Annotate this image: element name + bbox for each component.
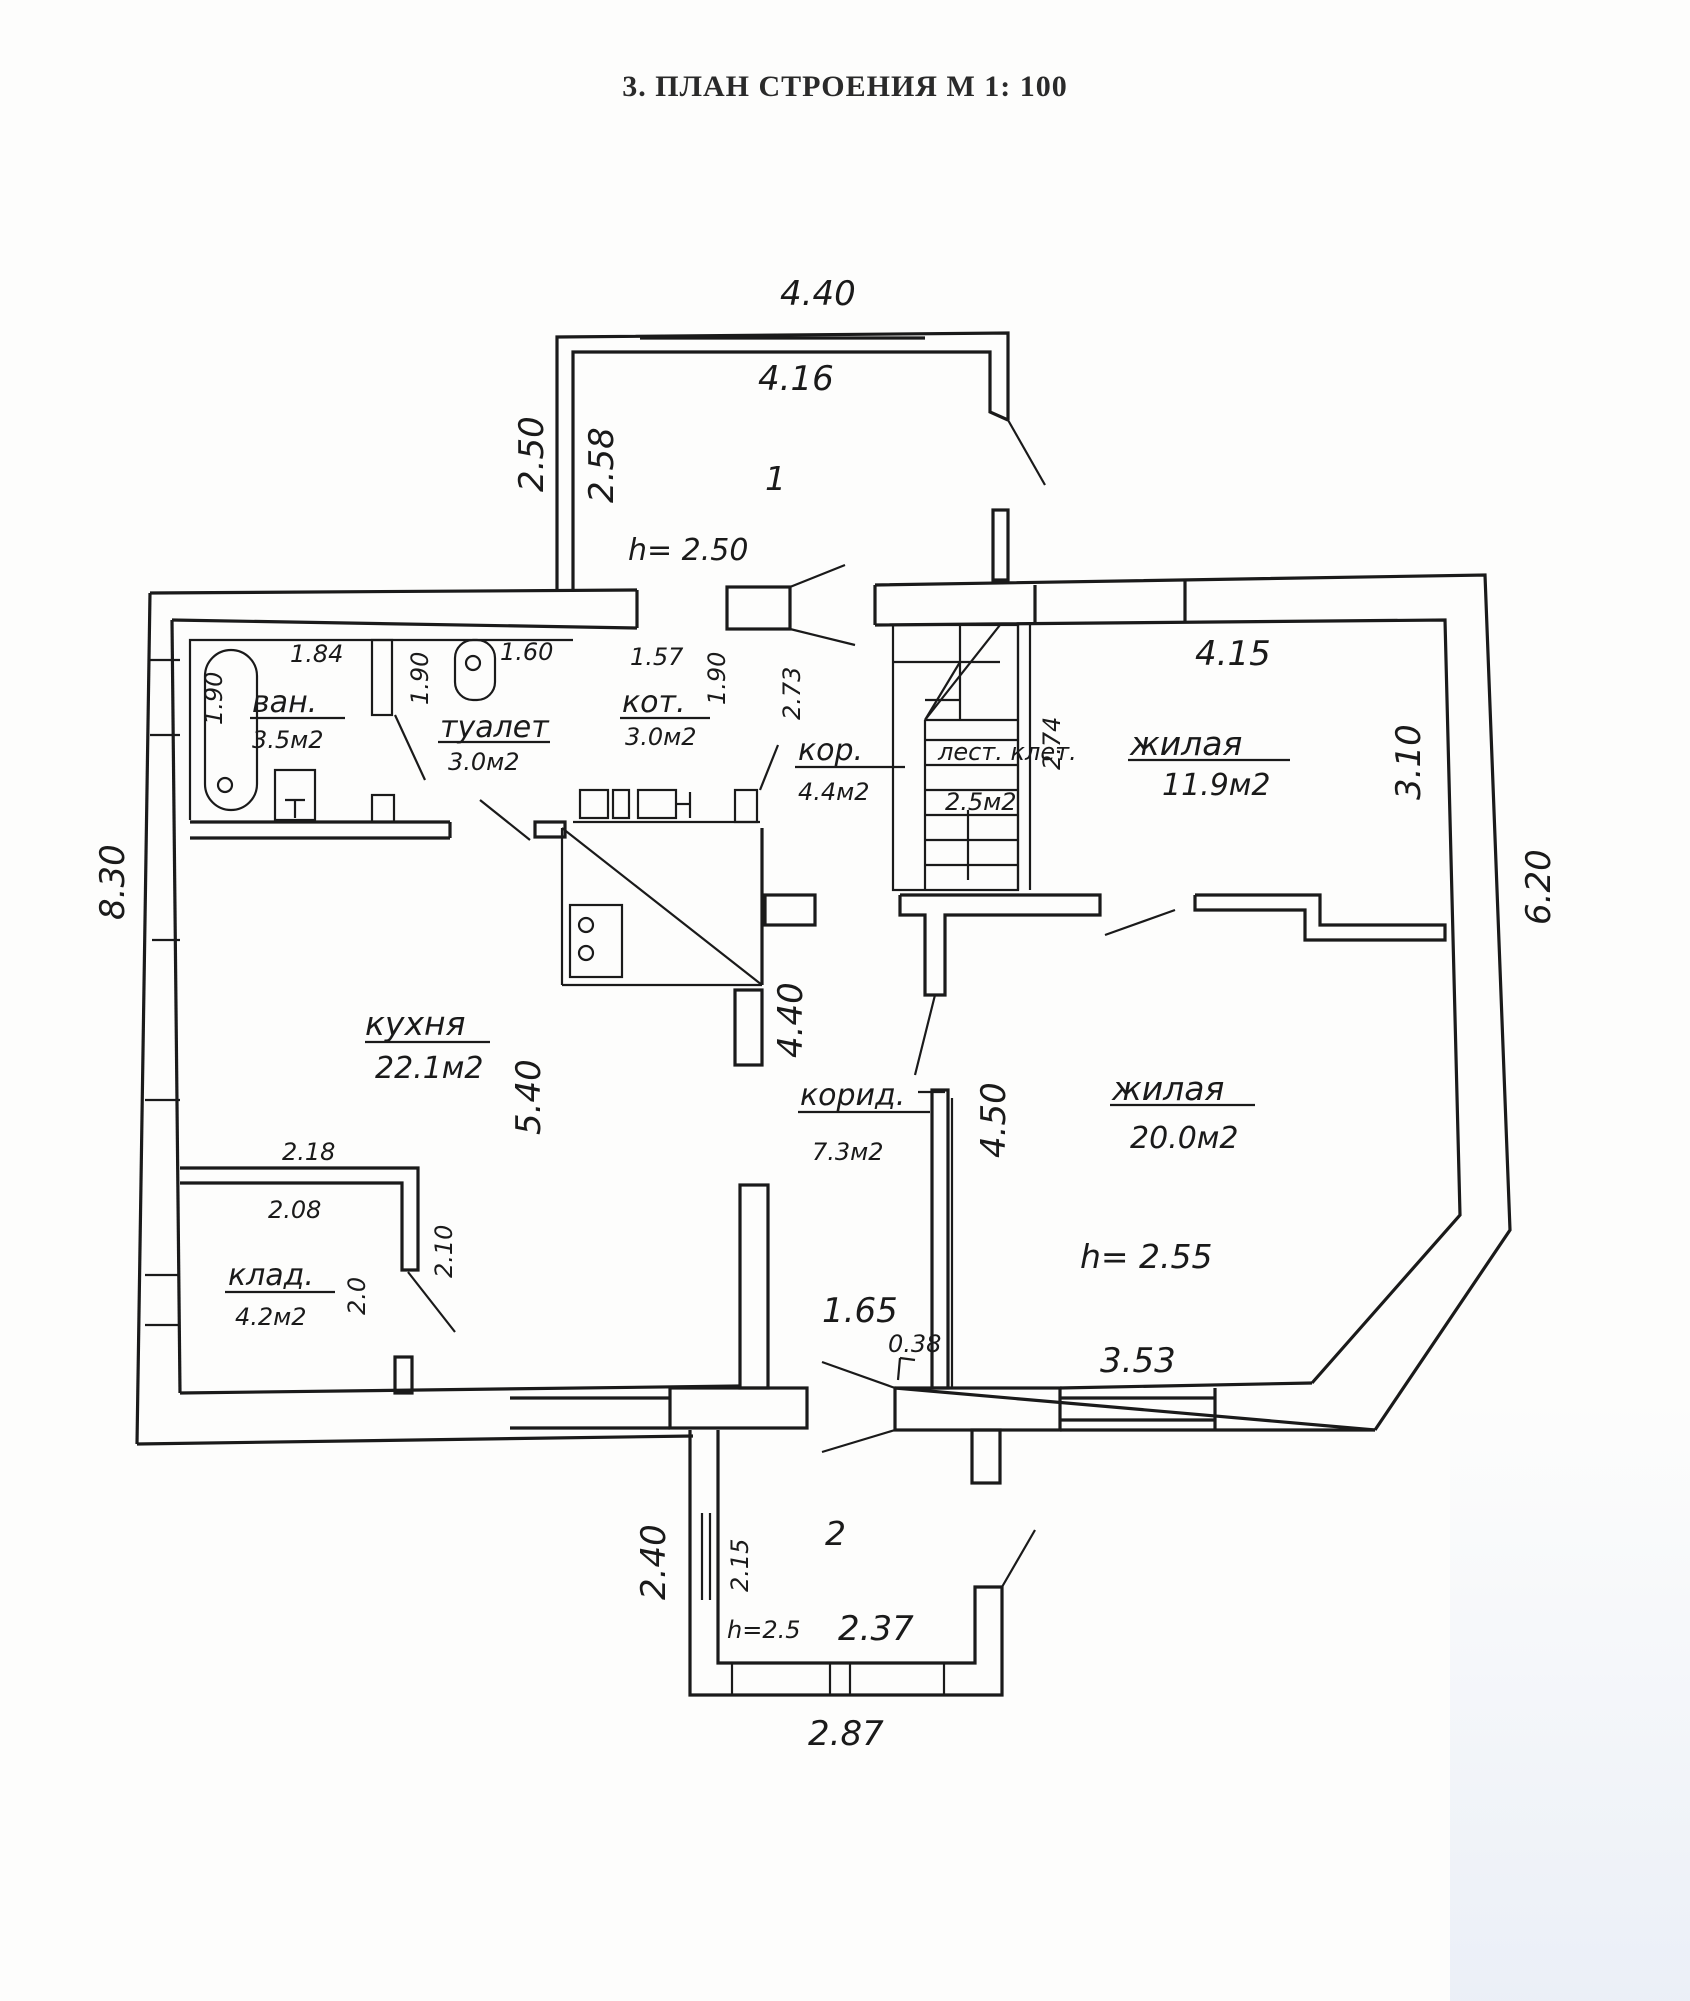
living1-area: 11.9м2	[1162, 768, 1271, 803]
dim-vest2-outer: 2.40	[634, 1524, 674, 1600]
dim-boiler-h: 1.90	[703, 652, 731, 705]
bath-area: 3.5м2	[252, 726, 324, 754]
living2-name: жилая	[1111, 1069, 1224, 1108]
pantry-name: клад.	[228, 1258, 314, 1293]
dim-left-outer: 8.30	[93, 844, 133, 920]
dim-vest1-outer: 2.50	[512, 416, 552, 492]
dimensions: 4.40 4.16 2.50 2.58 8.30 6.20 1.84 1.90 …	[93, 274, 1559, 1754]
dim-top-inner: 4.16	[758, 359, 834, 399]
dim-vest1-inner: 2.58	[582, 427, 622, 503]
boiler-name: кот.	[622, 685, 686, 720]
dim-kitchen-h: 5.40	[509, 1059, 549, 1135]
toilet-area: 3.0м2	[448, 748, 520, 776]
dim-pantry-h: 2.10	[430, 1225, 458, 1278]
name-underlines	[225, 716, 1290, 1294]
dim-door-small: 0.38	[888, 1330, 941, 1358]
dim-toilet-h: 1.90	[406, 652, 434, 705]
page-title: 3. ПЛАН СТРОЕНИЯ М 1: 100	[622, 70, 1068, 103]
pantry-area: 4.2м2	[235, 1303, 307, 1331]
stairs-name: лест. клет.	[937, 738, 1077, 766]
hall-area: 4.4м2	[798, 778, 870, 806]
dim-pantry-inner: 2.08	[268, 1196, 321, 1224]
vest2-number: 2	[825, 1514, 846, 1553]
toilet-name: туалет	[440, 710, 550, 745]
dim-vest2-inner: 2.15	[726, 1539, 754, 1592]
living2-height: h= 2.55	[1080, 1237, 1213, 1276]
kitchen-area: 22.1м2	[375, 1051, 484, 1086]
dim-vest2-outer-w: 2.87	[808, 1714, 884, 1754]
vest1-number: 1	[765, 459, 786, 498]
dim-stairs-h: 2.74	[1038, 717, 1066, 770]
dim-living2-w: 3.53	[1100, 1341, 1176, 1381]
corridor-name: корид.	[800, 1078, 905, 1113]
boiler-area: 3.0м2	[625, 723, 697, 751]
living1-name: жилая	[1129, 724, 1242, 763]
dim-living2-h: 4.50	[974, 1082, 1014, 1158]
scan-tint	[1450, 1400, 1690, 2001]
bath-name: ван.	[252, 685, 317, 720]
dim-bath-h: 1.90	[200, 672, 228, 725]
corridor-area: 7.3м2	[812, 1138, 884, 1166]
dim-bath-w: 1.84	[290, 640, 343, 668]
hall-name: кор.	[798, 733, 863, 768]
kitchen-name: кухня	[365, 1004, 465, 1043]
interior-walls	[180, 563, 1447, 1395]
living2-area: 20.0м2	[1130, 1121, 1239, 1156]
vest2-height: h=2.5	[727, 1616, 801, 1644]
dim-living1-h: 3.10	[1389, 724, 1429, 800]
dim-toilet-w: 1.60	[500, 638, 553, 666]
dim-right-outer: 6.20	[1519, 849, 1559, 925]
dim-corr-h: 4.40	[771, 982, 811, 1058]
dim-hall-h: 2.73	[778, 667, 806, 720]
dim-living1-w: 4.15	[1195, 634, 1271, 674]
dim-top-outer: 4.40	[780, 274, 856, 314]
vest1-height: h= 2.50	[628, 533, 748, 568]
dim-pantry-h2: 2.0	[343, 1277, 371, 1315]
outer-walls	[135, 331, 1512, 1697]
dim-door-w: 1.65	[822, 1291, 898, 1331]
dim-boiler-w: 1.57	[630, 643, 684, 671]
stairs-area: 2.5м2	[945, 788, 1017, 816]
dim-pantry-outer: 2.18	[282, 1138, 335, 1166]
room-labels: 1 h= 2.50 ван. 3.5м2 туалет 3.0м2 кот. 3…	[228, 459, 1271, 1644]
dim-vest2-w: 2.37	[838, 1609, 914, 1649]
